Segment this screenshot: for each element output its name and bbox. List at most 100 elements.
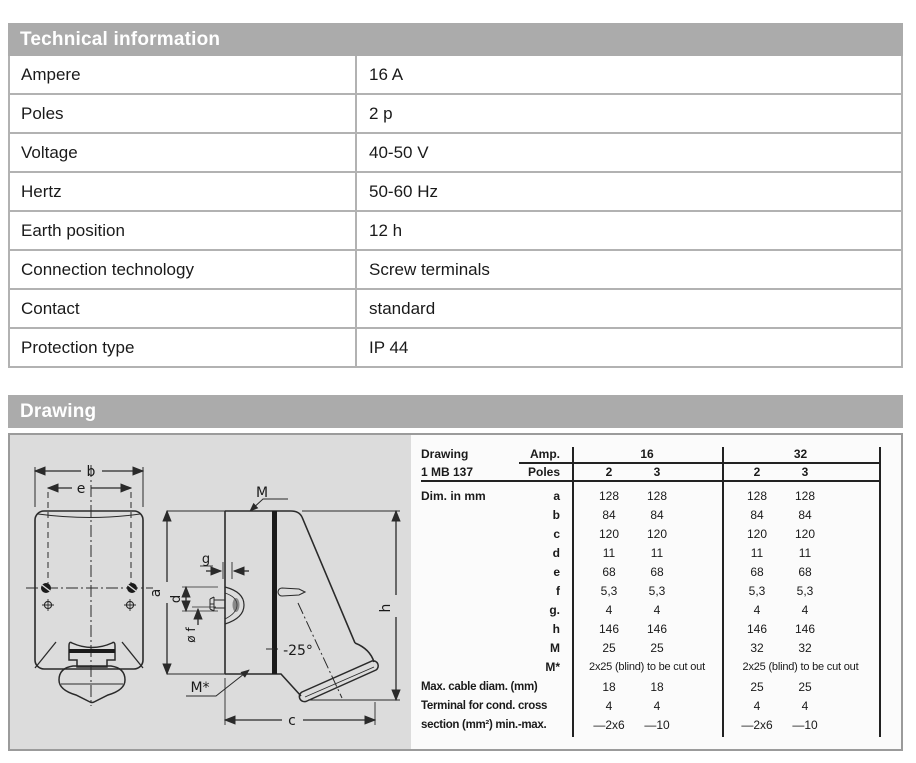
table-header-row: 1 MB 137 Poles 2 3 2 3 <box>421 463 883 481</box>
dim-value: 4 <box>605 603 613 617</box>
dim-row: b 84 84 84 84 <box>421 506 883 524</box>
dim-label-e: e <box>77 481 86 497</box>
dim-row: g. 4 4 4 4 <box>421 601 883 619</box>
dim-value: 120 <box>794 527 816 541</box>
dim-row: f 5,3 5,3 5,3 5,3 <box>421 582 883 600</box>
drawing-header: Drawing <box>8 395 903 428</box>
table-rule <box>519 462 881 464</box>
dim-label-c: c <box>288 713 296 729</box>
row-label: Protection type <box>21 337 135 357</box>
footer-value: 25 <box>750 680 764 694</box>
poles-col: 2 <box>605 465 613 479</box>
dim-value: 5,3 <box>600 584 618 598</box>
row-label: Voltage <box>21 142 78 162</box>
table-header-row: Drawing Amp. 16 32 <box>421 445 883 463</box>
dim-value: 5,3 <box>796 584 814 598</box>
row-label: Hertz <box>21 181 62 201</box>
dim-label-m: M <box>256 485 268 501</box>
table-divider <box>572 447 574 737</box>
dim-letter: b <box>552 508 560 522</box>
dim-value: 146 <box>794 622 816 636</box>
footer-value: —10 <box>792 718 818 732</box>
dim-row: h 146 146 146 146 <box>421 620 883 638</box>
poles-col: 2 <box>753 465 761 479</box>
table-divider <box>879 447 881 737</box>
row-value: 12 h <box>355 212 901 249</box>
technical-drawing: b e M M* a g d ø f -25° c h <box>26 464 401 729</box>
dim-value: 128 <box>746 489 768 503</box>
footer-row: Max. cable diam. (mm) 18 18 25 25 <box>421 678 883 696</box>
dim-value: 146 <box>598 622 620 636</box>
drawing-label: Drawing <box>421 447 469 461</box>
dim-value: 84 <box>750 508 764 522</box>
row-value: 16 A <box>355 56 901 93</box>
row-label: Contact <box>21 298 80 318</box>
poles-col: 3 <box>801 465 809 479</box>
footer-value: —2x6 <box>593 718 625 732</box>
dim-value: 32 <box>750 641 764 655</box>
m-star-value-16: 2x25 (blind) to be cut out <box>589 661 705 673</box>
drawing-section: Drawing <box>8 395 903 751</box>
dim-value: 11 <box>602 546 616 560</box>
dim-letter: M* <box>545 660 560 674</box>
dim-label-g: g <box>202 552 210 567</box>
dim-value: 146 <box>646 622 668 636</box>
dim-value: 68 <box>750 565 764 579</box>
dim-value: 25 <box>602 641 616 655</box>
dim-value: 84 <box>650 508 664 522</box>
technical-drawing-area: b e M M* a g d ø f -25° c h <box>10 435 411 749</box>
dim-row: Dim. in mm a 128 128 128 128 <box>421 487 883 505</box>
dim-value: 5,3 <box>648 584 666 598</box>
row-label: Connection technology <box>21 259 194 279</box>
dim-value: 25 <box>650 641 664 655</box>
dim-label-m-star: M* <box>190 680 209 696</box>
dim-label-d: d <box>169 595 184 603</box>
table-rule <box>421 480 881 482</box>
row-value: 50-60 Hz <box>355 173 901 210</box>
dim-value: 68 <box>650 565 664 579</box>
drawing-dimension-labels: b e M M* a g d ø f -25° c h <box>77 464 394 729</box>
dim-letter: a <box>553 489 560 503</box>
footer-row: Terminal for cond. cross 4 4 4 4 <box>421 697 883 715</box>
dim-value: 11 <box>750 546 764 560</box>
footer-value: 18 <box>650 680 664 694</box>
dim-value: 128 <box>646 489 668 503</box>
dim-value: 128 <box>598 489 620 503</box>
dim-letter: c <box>553 527 560 541</box>
dim-value: 11 <box>650 546 664 560</box>
amp-label: Amp. <box>530 447 560 461</box>
dim-label-h: h <box>378 604 394 613</box>
dim-value: 32 <box>798 641 812 655</box>
dim-value: 84 <box>798 508 812 522</box>
m-star-value-32: 2x25 (blind) to be cut out <box>742 661 859 673</box>
dimension-table: Drawing Amp. 16 32 1 MB 137 Poles 2 3 2 … <box>421 447 883 743</box>
dim-row-m-star: M* 2x25 (blind) to be cut out 2x25 (blin… <box>421 658 883 676</box>
footer-row: section (mm²) min.-max. —2x6 —10 —2x6 —1… <box>421 716 883 734</box>
dim-value: 128 <box>794 489 816 503</box>
footer-value: 4 <box>753 699 761 713</box>
drawing-linework <box>26 465 401 725</box>
dim-value: 120 <box>598 527 620 541</box>
dim-row: d 11 11 11 11 <box>421 544 883 562</box>
dim-label-b: b <box>87 464 96 480</box>
dim-label-a: a <box>148 589 164 598</box>
drawing-panel: b e M M* a g d ø f -25° c h <box>8 433 903 751</box>
technical-info-header: Technical information <box>8 23 903 56</box>
footer-label: Terminal for cond. cross <box>421 700 548 712</box>
row-label: Ampere <box>21 64 81 84</box>
dim-letter: h <box>552 622 560 636</box>
row-value: 2 p <box>355 95 901 132</box>
dim-row: M 25 25 32 32 <box>421 639 883 657</box>
table-row: Hertz 50-60 Hz <box>10 171 901 210</box>
dim-row: c 120 120 120 120 <box>421 525 883 543</box>
dim-row: e 68 68 68 68 <box>421 563 883 581</box>
poles-label: Poles <box>527 465 560 479</box>
dim-letter: g. <box>549 603 560 617</box>
dim-value: 5,3 <box>748 584 766 598</box>
